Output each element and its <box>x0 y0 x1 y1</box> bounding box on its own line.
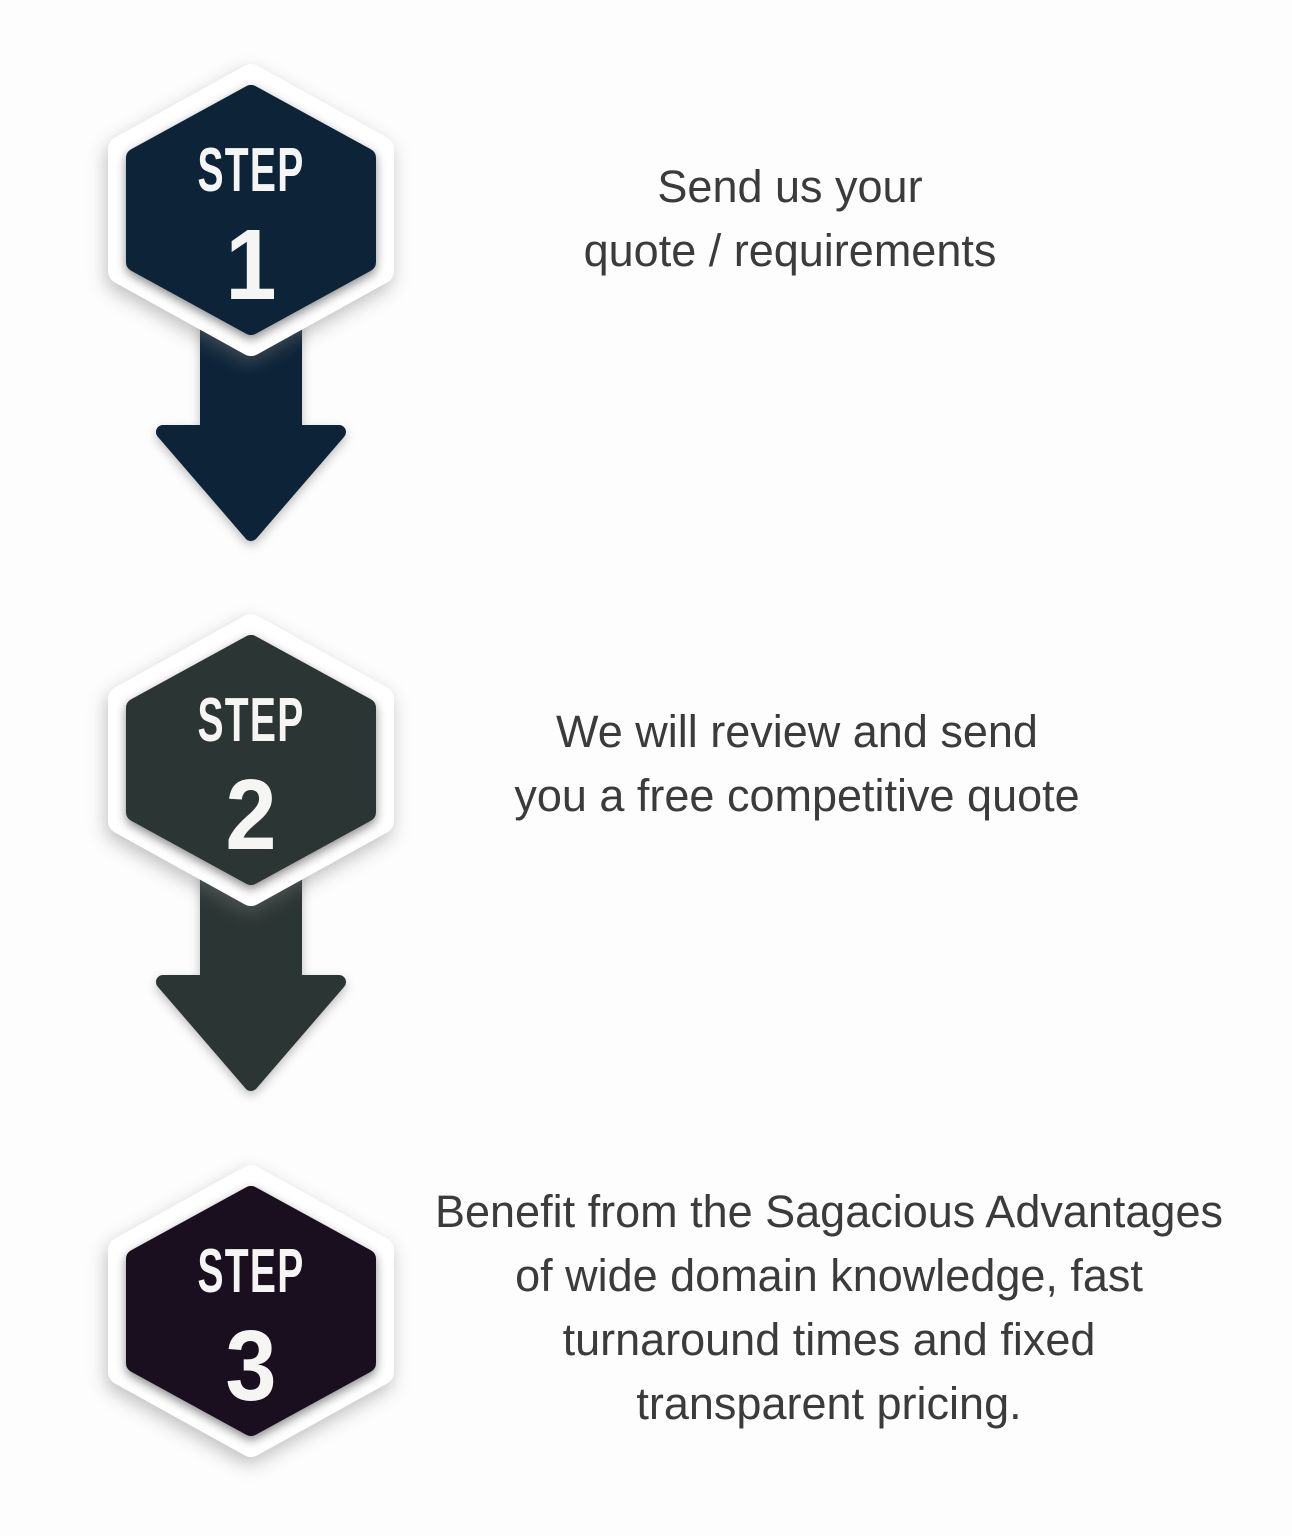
step-1-description: Send us your quote / requirements <box>360 155 1220 283</box>
step-1-badge: STEP 1 <box>105 61 397 561</box>
step-3-badge-graphic <box>108 1165 394 1457</box>
step-2-badge-graphic <box>108 614 394 1091</box>
step-3-number: 3 <box>225 1310 277 1422</box>
step-1-label: STEP <box>197 136 305 205</box>
description-line: We will review and send <box>556 706 1038 757</box>
description-line: you a free competitive quote <box>514 770 1080 821</box>
hexagon-fill <box>126 85 376 335</box>
step-2-number: 2 <box>225 759 277 871</box>
description-line: turnaround times and fixed <box>562 1314 1096 1365</box>
hexagon-fill <box>126 635 376 885</box>
step-3-badge: STEP 3 <box>105 1162 397 1462</box>
step-1-badge-graphic <box>108 64 394 541</box>
description-line: of wide domain knowledge, fast <box>515 1250 1143 1301</box>
description-line: Benefit from the Sagacious Advantages <box>434 1186 1223 1237</box>
step-3-label: STEP <box>197 1237 305 1306</box>
step-2-description: We will review and send you a free compe… <box>367 700 1227 828</box>
description-line: transparent pricing. <box>636 1378 1022 1429</box>
hexagon-fill <box>126 1186 376 1436</box>
description-line: quote / requirements <box>583 225 997 276</box>
step-2-label: STEP <box>197 686 305 755</box>
step-3-description: Benefit from the Sagacious Advantages of… <box>399 1180 1259 1436</box>
step-1-number: 1 <box>225 209 277 321</box>
step-2-badge: STEP 2 <box>105 611 397 1111</box>
description-line: Send us your <box>657 161 923 212</box>
